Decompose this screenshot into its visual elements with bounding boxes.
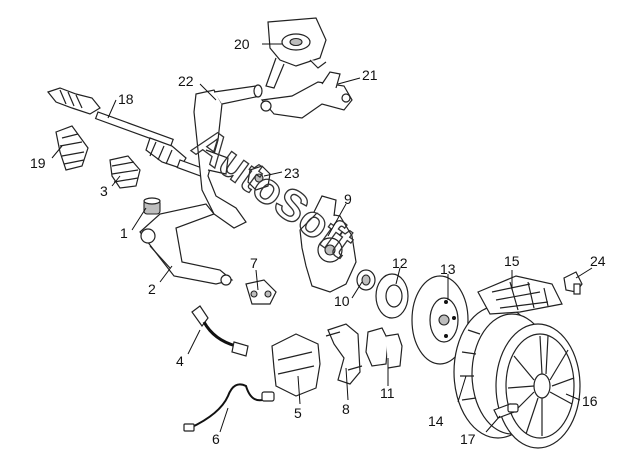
callout-8: 8: [342, 401, 350, 417]
callout-17: 17: [460, 431, 476, 447]
wheel-rim: [495, 323, 581, 449]
callout-19: 19: [30, 155, 46, 171]
callout-3: 3: [100, 183, 108, 199]
callout-5: 5: [294, 405, 302, 421]
callout-2: 2: [148, 281, 156, 297]
callout-23: 23: [284, 165, 300, 181]
wheel-bolt: [493, 403, 519, 419]
callout-22: 22: [178, 73, 194, 89]
callout-4: 4: [176, 353, 184, 369]
callout-24: 24: [590, 253, 606, 269]
brake-disc: [411, 275, 469, 365]
callout-10: 10: [334, 293, 350, 309]
tread-section: [477, 275, 563, 315]
callout-18: 18: [118, 91, 134, 107]
top-mount: [265, 17, 327, 89]
brake-caliper: [271, 333, 321, 397]
callout-20: 20: [234, 36, 250, 52]
nut-23: [247, 165, 271, 191]
lower-control-arm: [139, 203, 234, 286]
boot-19: [55, 125, 89, 171]
hub-12: [375, 273, 409, 319]
upper-arm: [260, 71, 353, 119]
bearing-10: [356, 269, 376, 291]
leader-lines: [51, 43, 593, 433]
caliper-carrier: [325, 323, 363, 385]
callout-9: 9: [344, 191, 352, 207]
abs-sensor-cable: [183, 383, 275, 432]
callout-12: 12: [392, 255, 408, 271]
bushing-1: [143, 197, 161, 215]
callout-6: 6: [212, 431, 220, 447]
callout-13: 13: [440, 261, 456, 277]
callout-14: 14: [428, 413, 444, 429]
brake-pads: [365, 327, 403, 369]
strut-carrier: [193, 84, 263, 229]
callout-1: 1: [120, 225, 128, 241]
callout-11: 11: [380, 385, 395, 401]
brake-hose: [191, 305, 249, 357]
callout-21: 21: [362, 67, 378, 83]
callout-7: 7: [250, 255, 258, 271]
bracket-7: [245, 279, 277, 305]
boot-3: [109, 155, 141, 189]
steering-knuckle: [299, 195, 357, 293]
callout-15: 15: [504, 253, 520, 269]
callout-16: 16: [582, 393, 598, 409]
callout-labels: 20 21 22 18 19 3 1 2 23 9 7 12 13 10 4 5…: [30, 36, 606, 447]
valve-24: [563, 271, 583, 295]
